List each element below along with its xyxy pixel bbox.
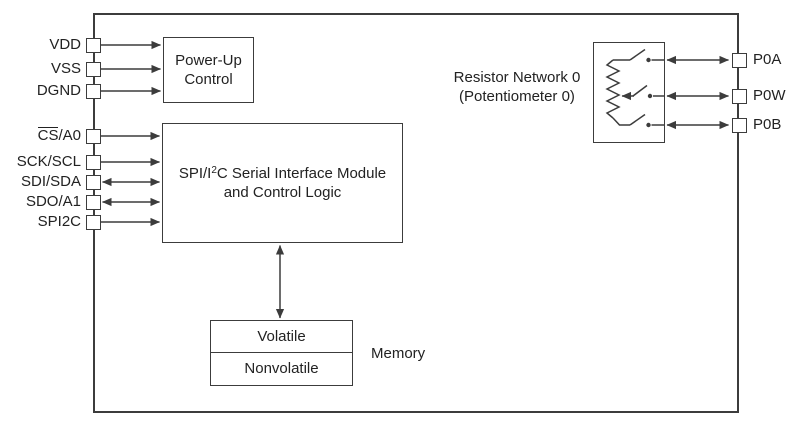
pin-box-p0b	[731, 117, 747, 133]
pin-label-p0w: P0W	[753, 87, 786, 104]
resistor-network-caption-line2: (Potentiometer 0)	[459, 88, 575, 105]
power-up-control-block: Power-Up Control	[163, 37, 254, 103]
serial-interface-block: SPI/I2C Serial Interface Module and Cont…	[162, 123, 403, 243]
pin-label-dgnd: DGND	[36, 82, 81, 99]
pin-box-dgnd	[85, 83, 101, 99]
pin-box-cs-a0	[85, 128, 101, 144]
pin-box-sck-scl	[85, 154, 101, 170]
pin-label-sdi-sda: SDI/SDA	[20, 173, 81, 190]
pin-label-p0a: P0A	[753, 51, 782, 68]
pin-box-p0w	[731, 88, 747, 104]
memory-block: Volatile Nonvolatile	[210, 320, 353, 386]
power-up-control-label-line1: Power-Up	[175, 52, 242, 69]
pin-box-vss	[85, 61, 101, 77]
resistor-network-caption: Resistor Network 0 (Potentiometer 0)	[432, 68, 602, 106]
pin-box-spi2c	[85, 214, 101, 230]
resistor-network-caption-line1: Resistor Network 0	[453, 69, 581, 86]
pin-box-p0a	[731, 52, 747, 68]
memory-volatile-cell: Volatile	[211, 321, 352, 353]
serial-interface-label-line2: and Control Logic	[223, 184, 342, 201]
device-boundary-rect	[93, 13, 739, 413]
pin-label-p0b: P0B	[753, 116, 782, 133]
power-up-control-label-line2: Control	[184, 71, 233, 88]
pin-box-sdi-sda	[85, 174, 101, 190]
superscript-2: 2	[211, 165, 217, 176]
pin-box-sdo-a1	[85, 194, 101, 210]
pin-label-vdd: VDD	[49, 36, 81, 53]
memory-caption: Memory	[371, 345, 426, 362]
pin-box-vdd	[85, 37, 101, 53]
memory-nonvolatile-cell: Nonvolatile	[244, 359, 319, 377]
pin-label-sdo-a1: SDO/A1	[25, 193, 81, 210]
resistor-network-block	[593, 42, 665, 143]
pin-label-vss: VSS	[50, 60, 81, 77]
pin-label-spi2c: SPI2C	[37, 213, 81, 230]
serial-interface-label-line1: SPI/I2C Serial Interface Module	[178, 165, 387, 182]
pin-label-sck-scl: SCK/SCL	[16, 153, 81, 170]
pin-label-cs-a0: CS/A0	[37, 127, 81, 144]
